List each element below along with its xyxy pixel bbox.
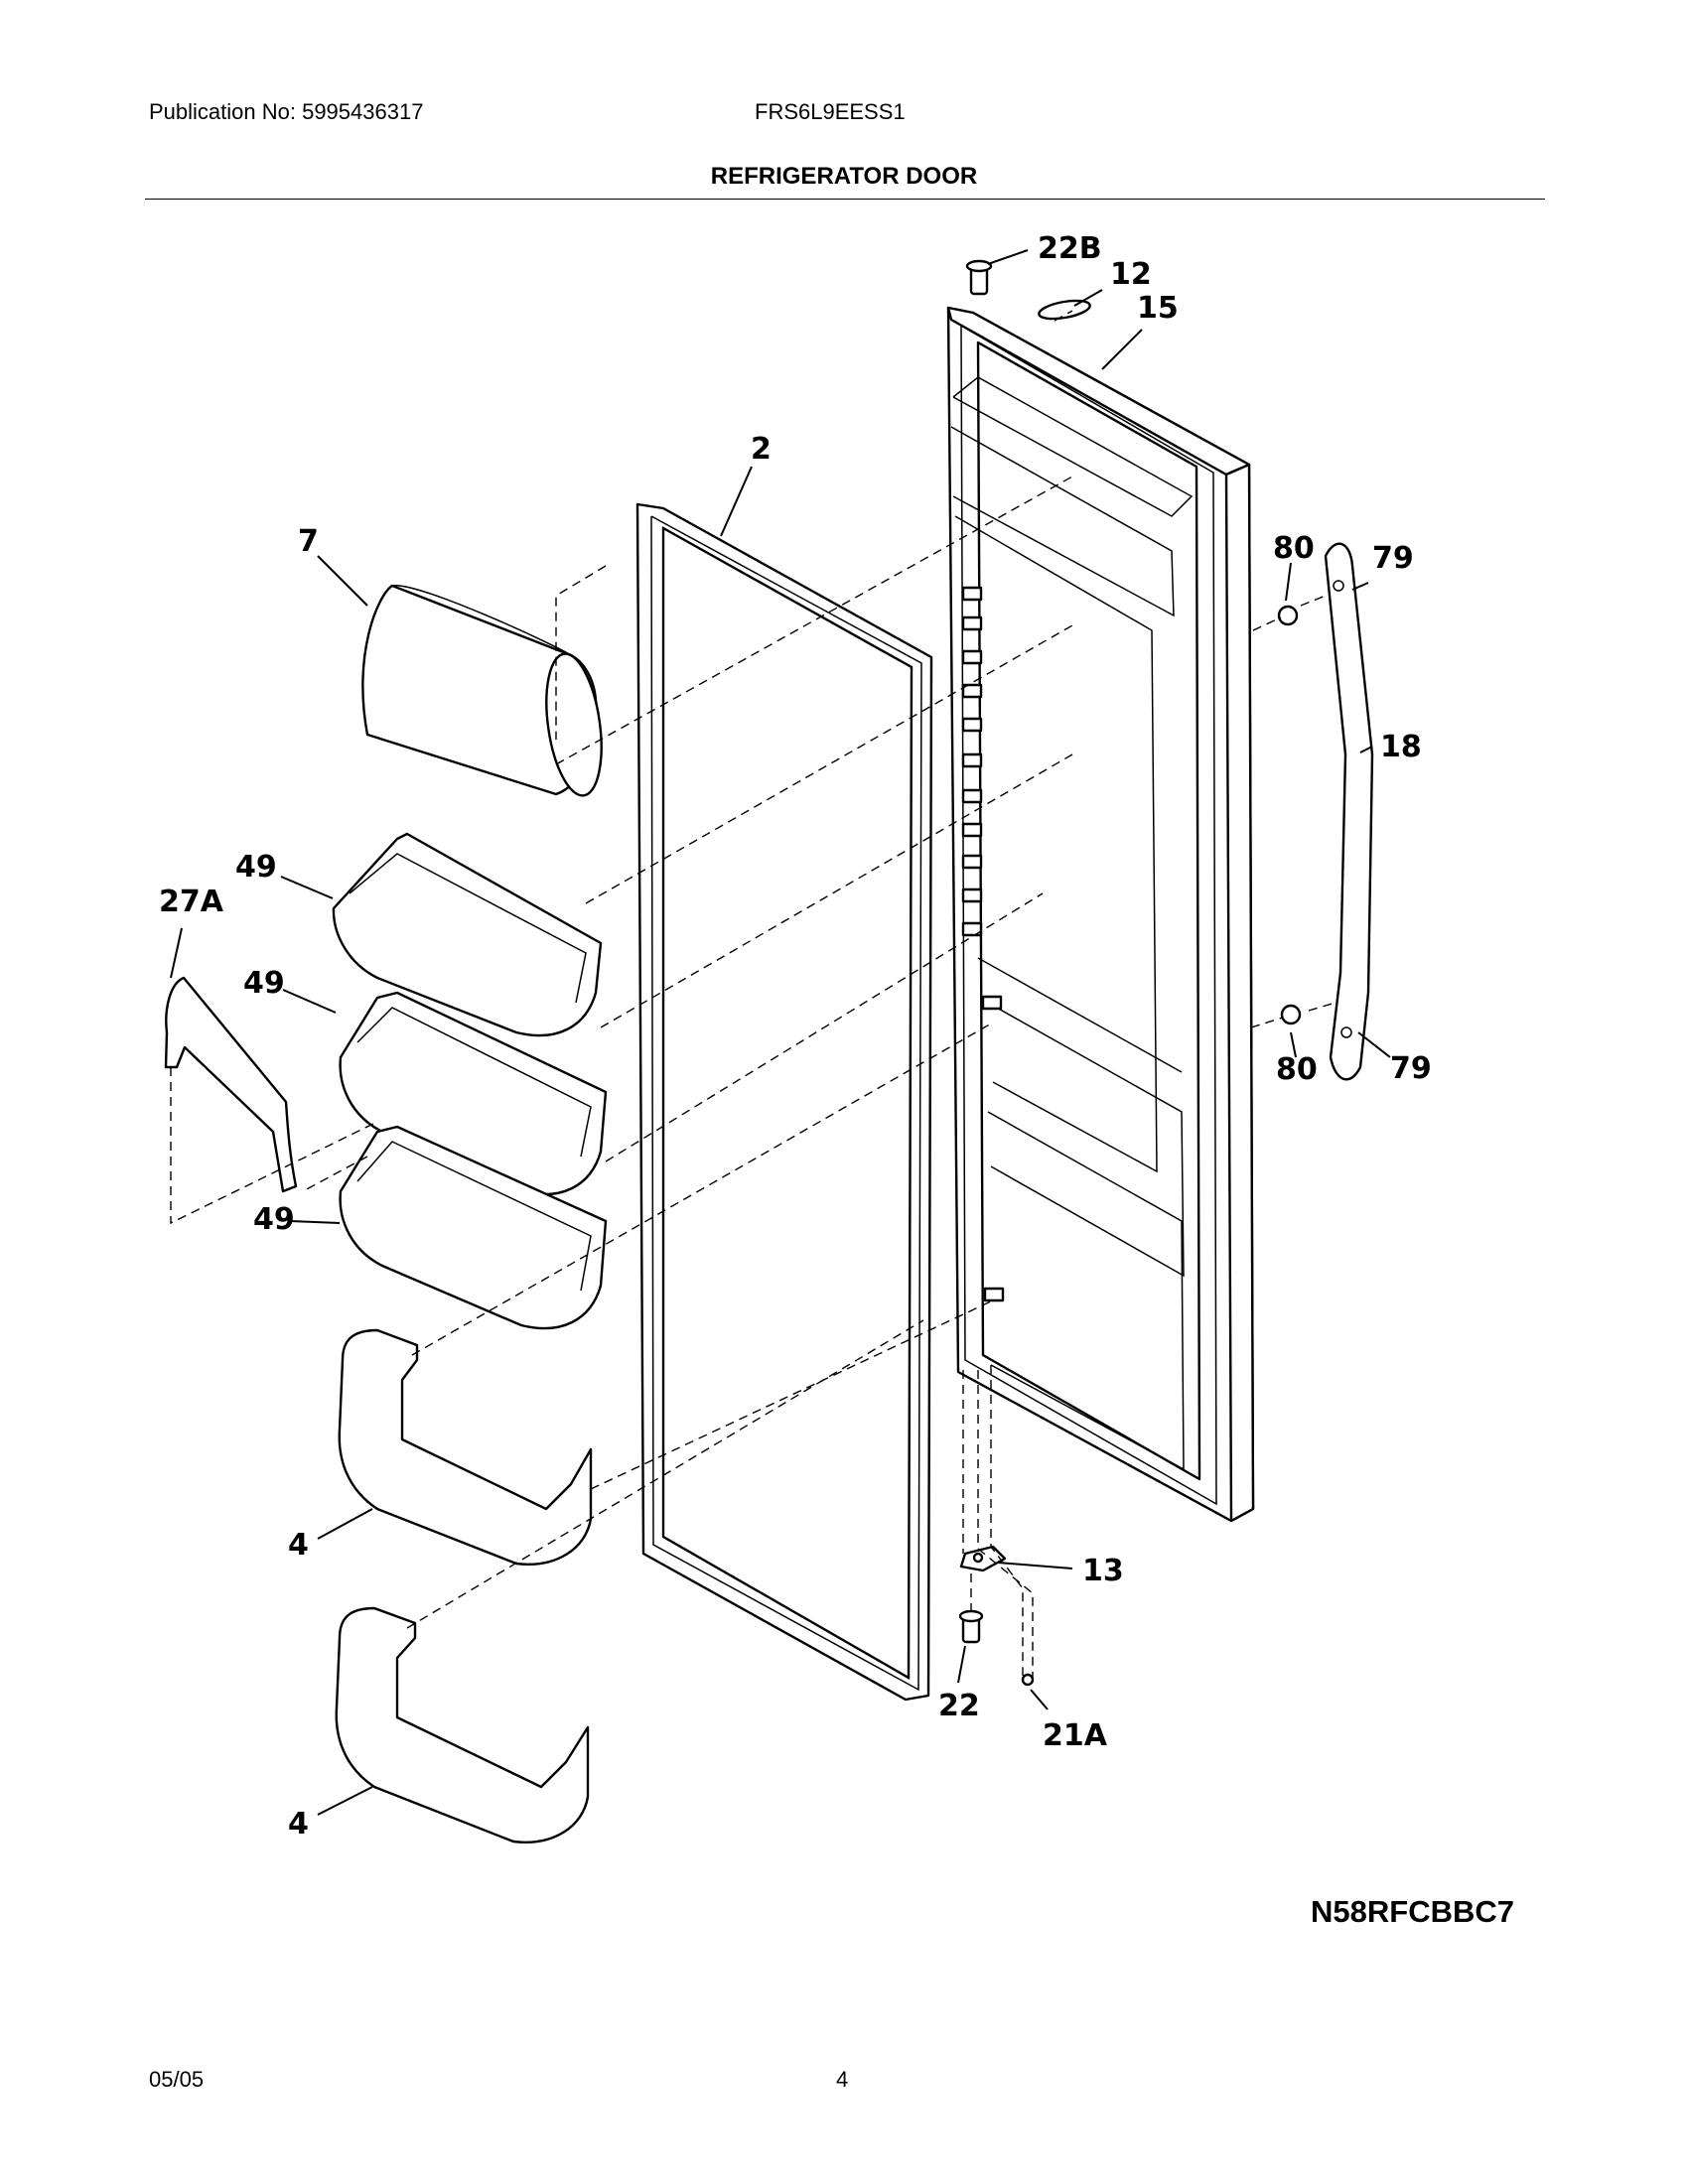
callout-21a: 21A — [1043, 1718, 1108, 1753]
callout-49-lower: 49 — [253, 1202, 295, 1237]
callout-12: 12 — [1110, 257, 1152, 292]
hinge-plate-bottom — [959, 1545, 1007, 1572]
callout-7: 7 — [298, 524, 319, 559]
footer-date: 05/05 — [149, 2067, 205, 2092]
callout-49-middle: 49 — [243, 966, 285, 1001]
door-bin-fixed-upper — [338, 1328, 593, 1566]
header-divider — [145, 199, 1545, 200]
hinge-bushing-top — [965, 259, 993, 296]
callout-27a: 27A — [159, 885, 224, 919]
callout-2: 2 — [751, 432, 772, 467]
door-handle — [1324, 542, 1374, 1081]
callout-80-top: 80 — [1273, 531, 1315, 566]
callout-80-bottom: 80 — [1276, 1052, 1318, 1087]
callout-labels: 22B 12 15 2 7 80 79 18 49 27A 49 49 80 7… — [159, 231, 1432, 1842]
page-title: REFRIGERATOR DOOR — [710, 163, 978, 190]
bin-divider — [164, 976, 298, 1193]
callout-22: 22 — [938, 1689, 980, 1723]
door-inner-liner — [950, 341, 1201, 1481]
model-number: FRS6L9EESS1 — [755, 99, 906, 124]
handle-stud-top — [1277, 605, 1299, 626]
callout-13: 13 — [1082, 1554, 1124, 1588]
handle-stud-bottom — [1280, 1004, 1302, 1025]
diagram-code: N58RFCBBC7 — [1311, 1894, 1514, 1929]
publication-number: Publication No: 5995436317 — [149, 99, 424, 124]
page-number: 4 — [836, 2067, 849, 2092]
door-bin-lower — [339, 1125, 608, 1330]
callout-4-lower: 4 — [288, 1807, 309, 1842]
callout-79-bottom: 79 — [1390, 1051, 1432, 1086]
door-gasket — [635, 502, 933, 1702]
leader-lines — [170, 249, 1391, 1816]
callout-79-top: 79 — [1372, 541, 1414, 576]
hinge-bushing-bottom — [958, 1609, 984, 1644]
dairy-bin — [361, 584, 603, 797]
hinge-screw — [1021, 1673, 1035, 1687]
door-bin-fixed-lower — [335, 1606, 590, 1843]
door-shelf-supports — [961, 586, 1005, 1302]
callout-18: 18 — [1380, 730, 1422, 764]
callout-49-upper: 49 — [235, 850, 277, 885]
callout-22b: 22B — [1038, 231, 1102, 266]
callout-15: 15 — [1137, 291, 1179, 326]
assembly-lines — [170, 310, 1336, 1678]
door-bin-upper — [332, 832, 603, 1037]
callout-4-upper: 4 — [288, 1528, 309, 1563]
